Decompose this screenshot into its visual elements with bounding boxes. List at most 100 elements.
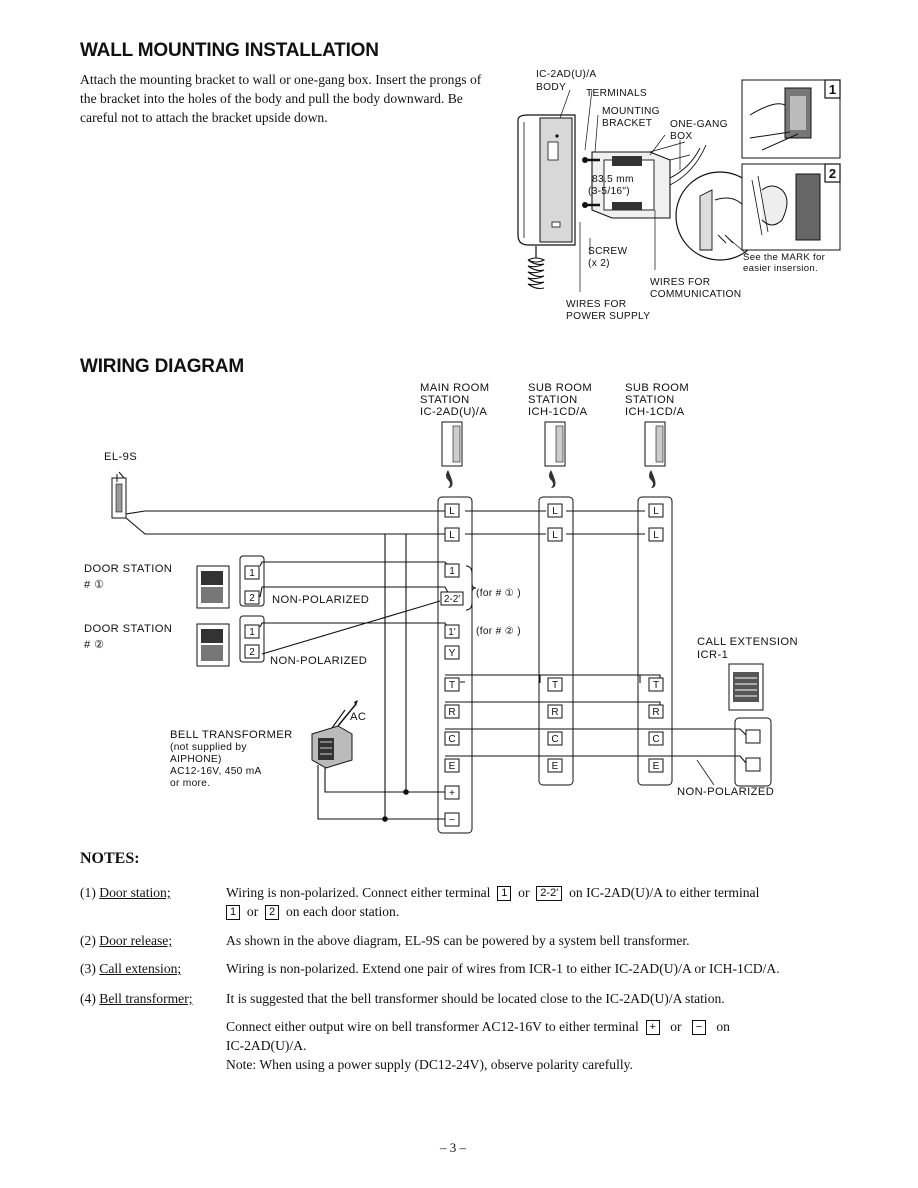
note-4-connect-model: IC-2AD(U)/A. <box>226 1038 307 1053</box>
fig-body-model: IC-2AD(U)/A <box>536 69 596 80</box>
note-2-number: (2) <box>80 933 96 948</box>
door-station-2-label: DOOR STATION <box>84 623 172 635</box>
door-station-2-number: # ② <box>84 639 105 651</box>
fig-mark-note-2: easier insersion. <box>743 263 818 274</box>
note-2-text: As shown in the above diagram, EL-9S can… <box>226 933 690 948</box>
fig-dimension-mm: 83.5 mm <box>592 174 634 185</box>
note-1-text-d: on each door station. <box>285 904 400 919</box>
door-station-1-icon <box>196 565 230 609</box>
main-station-model: IC-2AD(U)/A <box>420 406 487 418</box>
door-station-2-icon <box>196 623 230 667</box>
sub1-terminals: L L T R C E <box>547 503 563 773</box>
icr1-terminal-a <box>745 729 761 744</box>
fig-terminals-label: TERMINALS <box>586 88 647 99</box>
notes-title: NOTES: <box>80 850 140 867</box>
step-1-label: 1 <box>829 82 836 97</box>
wiring-diagram: MAIN ROOM STATION IC-2AD(U)/A SUB ROOM S… <box>84 382 798 834</box>
fig-onegang-label: ONE-GANG <box>670 119 728 130</box>
wiring-lines <box>125 510 747 820</box>
note-1-terminal-2: 2 <box>265 905 280 920</box>
note-1-terminal-1: 1 <box>497 886 512 901</box>
main-terminal-1prime: 1' <box>448 627 456 638</box>
sub2-terminal-strip <box>637 496 673 786</box>
note-4-connect-text: Connect either output wire on bell trans… <box>226 1019 639 1034</box>
note-4-terminal-plus: + <box>645 1020 660 1035</box>
bell-transformer-note-3: or more. <box>170 778 210 789</box>
bell-transformer-label: BELL TRANSFORMER <box>170 729 293 741</box>
main-terminal-strip <box>437 496 473 834</box>
note-3-number: (3) <box>80 961 96 976</box>
wall-mounting-title: WALL MOUNTING INSTALLATION <box>80 40 379 61</box>
fig-body-label: BODY <box>536 82 566 93</box>
sub-station-1-line2: STATION <box>528 394 578 406</box>
bell-transformer-spec: AC12-16V, 450 mA <box>170 766 262 777</box>
icr1-terminal-b <box>745 757 761 772</box>
sub1-terminal-strip <box>538 496 574 786</box>
note-1-terminal-2-2: 2-2' <box>536 886 563 901</box>
note-4-terminal-minus: − <box>691 1020 707 1035</box>
note-3-text: Wiring is non-polarized. Extend one pair… <box>226 961 780 976</box>
main-terminal-E: E <box>449 761 456 772</box>
page-number: – 3 – <box>440 1140 466 1155</box>
main-terminal-Y: Y <box>449 648 456 659</box>
main-terminals: L L 1 2-2' 1' Y T R C E + − <box>440 503 464 827</box>
note-4-dc-note: Note: When using a power supply (DC12-24… <box>226 1057 633 1072</box>
bell-transformer-note-2: AIPHONE) <box>170 754 222 765</box>
note-1-or: or <box>518 885 530 900</box>
step-2-label: 2 <box>829 166 836 181</box>
sub2-terminal-C: C <box>652 734 659 745</box>
step-2-illustration: 2 <box>741 163 841 251</box>
wall-mounting-figure: 1 2 IC-2AD(U)/A BODY TERMINALS MOUNTING … <box>517 69 841 322</box>
door1-terminal-2: 2 <box>249 593 255 604</box>
door1-terminal-1: 1 <box>249 568 255 579</box>
ac-label: AC <box>350 711 366 723</box>
step-1-illustration: 1 <box>741 79 841 159</box>
sub-station-2-model: ICH-1CD/A <box>625 406 685 418</box>
sub2-terminals: L L T R C E <box>648 503 664 773</box>
fig-screw-label: SCREW <box>588 246 628 257</box>
door2-terminal-2: 2 <box>249 647 255 658</box>
door2-terminal-1: 1 <box>249 627 255 638</box>
wall-mounting-text: Attach the mounting bracket to wall or o… <box>80 72 482 125</box>
wiring-diagram-title: WIRING DIAGRAM <box>80 356 244 377</box>
main-terminal-T: T <box>449 680 455 691</box>
door1-nonpolarized-label: NON-POLARIZED <box>272 594 369 606</box>
note-1-or2: or <box>246 904 259 919</box>
door-station-1-label: DOOR STATION <box>84 563 172 575</box>
fig-screw-count: (x 2) <box>588 258 610 269</box>
fig-comm-wires-2: COMMUNICATION <box>650 289 741 300</box>
main-station-icon <box>441 421 463 488</box>
sub-station-1-line1: SUB ROOM <box>528 382 592 394</box>
sub-station-1-model: ICH-1CD/A <box>528 406 588 418</box>
fig-mark-note-1: See the MARK for <box>743 252 826 263</box>
el9s-door-release-icon <box>111 471 127 519</box>
sub2-terminal-T: T <box>653 680 659 691</box>
main-terminal-minus: − <box>449 815 455 826</box>
mounting-bracket-drawing <box>582 141 707 219</box>
sub1-terminal-L1: L <box>552 506 558 517</box>
note-4-text: It is suggested that the bell transforme… <box>226 991 725 1006</box>
bell-transformer-icon <box>311 725 353 769</box>
fig-dimension-in: (3-5/16") <box>588 186 630 197</box>
for-door-2-label: (for # ② ) <box>476 626 521 637</box>
note-1-text-a: Wiring is non-polarized. Connect either … <box>226 885 491 900</box>
sub1-terminal-C: C <box>551 734 558 745</box>
call-extension-model: ICR-1 <box>697 649 728 661</box>
call-extension-label: CALL EXTENSION <box>697 636 798 648</box>
sub2-terminal-E: E <box>653 761 660 772</box>
note-1-terminal-1b: 1 <box>226 905 241 920</box>
for-door-1-label: (for # ① ) <box>476 588 521 599</box>
main-terminal-plus: + <box>449 788 455 799</box>
note-2-name: Door release; <box>99 933 173 948</box>
sub1-terminal-T: T <box>552 680 558 691</box>
sub2-terminal-R: R <box>652 707 659 718</box>
note-1-number: (1) <box>80 885 96 900</box>
sub1-terminal-E: E <box>552 761 559 772</box>
note-3-name: Call extension; <box>99 961 182 976</box>
main-terminal-L1: L <box>449 506 455 517</box>
sub-station-2-line1: SUB ROOM <box>625 382 689 394</box>
door2-nonpolarized-label: NON-POLARIZED <box>270 655 367 667</box>
intercom-body-drawing <box>517 114 576 290</box>
main-terminal-R: R <box>448 707 455 718</box>
note-4-on: on <box>716 1019 730 1034</box>
